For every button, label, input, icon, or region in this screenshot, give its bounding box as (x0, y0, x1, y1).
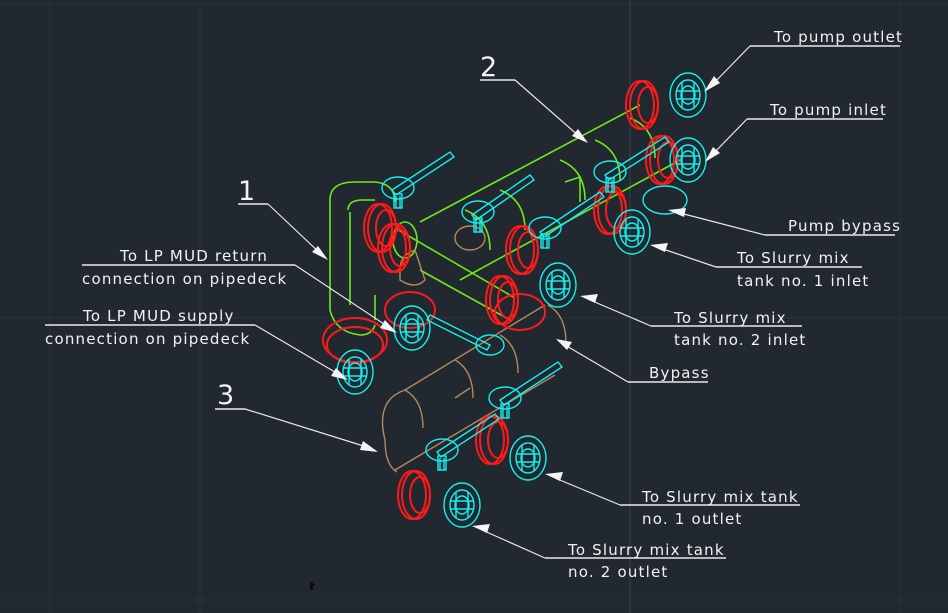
pipe-section-2[interactable] (419, 104, 681, 281)
label-to-pump-inlet[interactable]: To pump inlet (769, 101, 887, 119)
label-slurry2-outlet-line1[interactable]: To Slurry mix tank (567, 541, 725, 559)
label-slurry2-inlet-line2[interactable]: tank no. 2 inlet (674, 331, 806, 349)
label-lp-mud-return-line2[interactable]: connection on pipedeck (82, 270, 287, 288)
leader-lines (45, 45, 900, 559)
mouse-cursor-icon (310, 582, 315, 590)
label-slurry1-outlet-line2[interactable]: no. 1 outlet (642, 510, 743, 528)
valve-handle-6 (488, 361, 564, 419)
couplings (336, 72, 707, 528)
label-slurry2-outlet-line2[interactable]: no. 2 outlet (568, 563, 669, 581)
valve-handle-3 (528, 191, 606, 249)
label-pump-bypass[interactable]: Pump bypass (788, 217, 901, 235)
label-bypass[interactable]: Bypass (649, 364, 710, 382)
label-slurry1-outlet-line1[interactable]: To Slurry mix tank (641, 488, 799, 506)
item-number-2[interactable]: 2 (480, 52, 497, 83)
valve-handle-5 (425, 413, 501, 471)
label-lp-mud-supply-line2[interactable]: connection on pipedeck (45, 330, 250, 348)
label-slurry1-inlet-line2[interactable]: tank no. 1 inlet (737, 272, 869, 290)
item-number-3[interactable]: 3 (217, 380, 234, 411)
pipe-section-3[interactable] (381, 225, 567, 473)
item-number-1[interactable]: 1 (238, 176, 255, 207)
flanges (322, 80, 679, 520)
valve-handle-2 (461, 174, 536, 233)
label-slurry2-inlet-line1[interactable]: To Slurry mix (673, 309, 787, 327)
valve-handle-4 (593, 136, 671, 193)
valves[interactable] (381, 136, 671, 471)
valve-handle-1 (381, 151, 456, 209)
label-lp-mud-return-line1[interactable]: To LP MUD return (119, 247, 268, 265)
label-to-pump-outlet[interactable]: To pump outlet (773, 28, 903, 46)
label-lp-mud-supply-line1[interactable]: To LP MUD supply (82, 307, 235, 325)
label-slurry1-inlet-line1[interactable]: To Slurry mix (736, 249, 850, 267)
